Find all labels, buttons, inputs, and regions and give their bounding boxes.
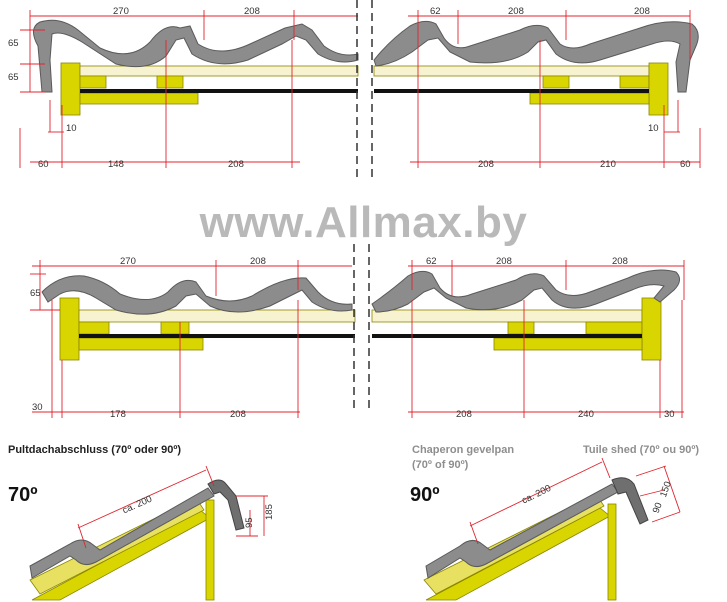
batten bbox=[542, 75, 570, 89]
tile-profile bbox=[373, 20, 699, 93]
board bbox=[78, 309, 356, 323]
batten bbox=[493, 337, 643, 351]
vertical-post bbox=[205, 499, 215, 601]
black-bar bbox=[80, 89, 358, 93]
dim-label: 65 bbox=[30, 288, 41, 299]
section-break bbox=[353, 244, 370, 410]
batten bbox=[59, 297, 80, 361]
dim-label: 208 bbox=[456, 409, 472, 420]
vertical-post bbox=[607, 503, 617, 601]
ridge-cap bbox=[611, 477, 649, 525]
dim-label: 65 bbox=[8, 72, 19, 83]
panel-top-left: 270 208 65 65 10 60 148 208 bbox=[8, 6, 359, 170]
dim-label: 95 bbox=[244, 517, 255, 528]
dim-label: 208 bbox=[230, 409, 246, 420]
batten bbox=[529, 92, 650, 105]
dim-label: 210 bbox=[600, 159, 616, 170]
dim-label: 10 bbox=[66, 123, 77, 134]
caption-nl: Chaperon gevelpan bbox=[412, 444, 515, 456]
dim-label: 62 bbox=[430, 6, 441, 17]
detail-70-degree: ca. 200 95 185 bbox=[29, 465, 275, 601]
dim-label: 208 bbox=[478, 159, 494, 170]
batten bbox=[648, 62, 669, 116]
batten bbox=[78, 321, 110, 335]
caption-de: Pultdachabschluss (70º oder 90º) bbox=[8, 444, 182, 456]
dim-label: 178 bbox=[110, 409, 126, 420]
dim-label: 60 bbox=[38, 159, 49, 170]
dim-label: 208 bbox=[244, 6, 260, 17]
board bbox=[373, 65, 650, 77]
dim-label: 270 bbox=[120, 256, 136, 267]
tile-profile bbox=[29, 487, 215, 579]
dim-label: 270 bbox=[113, 6, 129, 17]
batten bbox=[585, 321, 643, 335]
panel-mid-right: 62 208 208 208 240 30 bbox=[371, 256, 685, 420]
ridge-cap bbox=[207, 479, 245, 531]
tile-profile bbox=[41, 275, 353, 315]
tile-profile bbox=[33, 19, 359, 93]
caption-fr: Tuile shed (70º ou 90º) bbox=[583, 444, 700, 456]
dim-label: 240 bbox=[578, 409, 594, 420]
section-break bbox=[356, 0, 373, 180]
batten bbox=[156, 75, 184, 89]
black-bar bbox=[374, 89, 649, 93]
dim-label: ca. 200 bbox=[121, 494, 154, 517]
detail-90-degree: ca. 200 150 90 bbox=[423, 457, 681, 601]
batten bbox=[641, 297, 662, 361]
angle-label: 70º bbox=[8, 484, 38, 506]
dim-label: 30 bbox=[664, 409, 675, 420]
board bbox=[371, 309, 643, 323]
dim-label: 208 bbox=[634, 6, 650, 17]
dim-label: 90 bbox=[651, 501, 665, 515]
dim-label: 185 bbox=[264, 504, 275, 520]
batten bbox=[60, 62, 81, 116]
batten bbox=[160, 321, 190, 335]
dim-label: 62 bbox=[426, 256, 437, 267]
dim-label: 208 bbox=[508, 6, 524, 17]
dim-label: 150 bbox=[658, 480, 674, 499]
dim-label: ca. 200 bbox=[520, 483, 553, 507]
angle-label: 90º bbox=[410, 484, 440, 506]
dim-label: 60 bbox=[680, 159, 691, 170]
panel-mid-left: 270 208 65 30 178 208 bbox=[30, 256, 356, 420]
dim-label: 30 bbox=[32, 402, 43, 413]
batten bbox=[619, 75, 650, 89]
board bbox=[79, 65, 359, 77]
black-bar bbox=[79, 334, 355, 338]
batten bbox=[79, 75, 107, 89]
batten bbox=[78, 337, 204, 351]
dim-label: 208 bbox=[250, 256, 266, 267]
watermark: www.Allmax.by bbox=[199, 198, 528, 247]
dim-label: 148 bbox=[108, 159, 124, 170]
black-bar bbox=[372, 334, 642, 338]
dim-label: 10 bbox=[648, 123, 659, 134]
dim-label: 208 bbox=[496, 256, 512, 267]
dim-label: 208 bbox=[228, 159, 244, 170]
batten bbox=[79, 92, 199, 105]
dim-label: 65 bbox=[8, 38, 19, 49]
caption-nl-angle: (70º of 90º) bbox=[412, 459, 469, 471]
tile-profile bbox=[371, 269, 680, 313]
batten bbox=[507, 321, 535, 335]
panel-top-right: 62 208 208 10 208 210 60 bbox=[373, 6, 701, 170]
dim-label: 208 bbox=[612, 256, 628, 267]
